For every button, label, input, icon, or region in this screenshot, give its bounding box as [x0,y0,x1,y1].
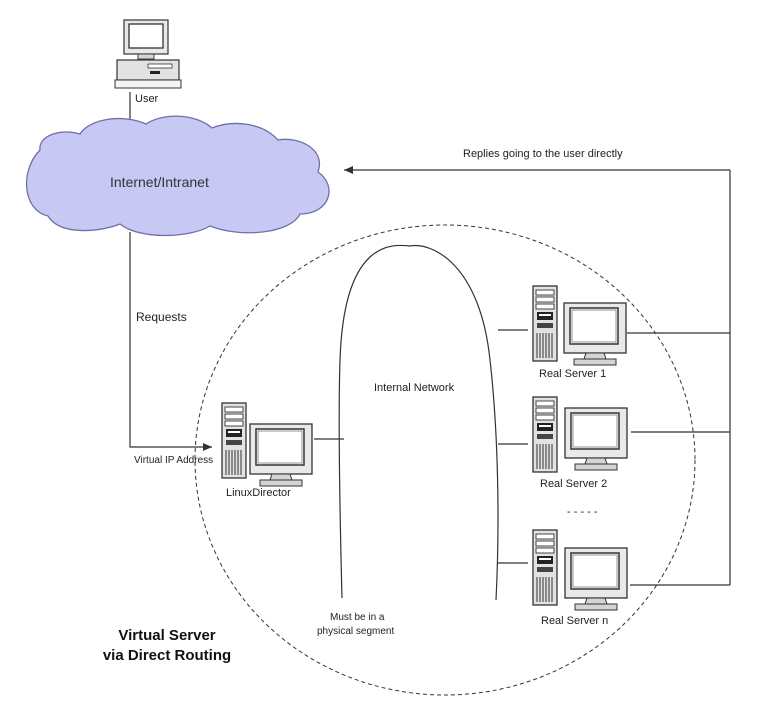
user-computer-icon [114,19,182,89]
internal-network-label: Internal Network [374,382,455,394]
director-label: LinuxDirector [226,487,291,499]
servers-ellipsis: - - - - - [567,506,598,518]
segment-note-line1: Must be in a [330,612,385,623]
real-server-2-tower-icon [532,396,558,473]
replies-label: Replies going to the user directly [463,148,623,160]
real-server-1-monitor-icon [563,302,627,366]
real-server-n-label: Real Server n [541,615,609,627]
diagram-title-line2: via Direct Routing [102,647,232,664]
requests-label: Requests [136,310,187,324]
real-server-n-monitor-icon [564,547,628,611]
internal-network-segment [338,244,499,601]
director-monitor-icon [249,423,313,487]
connection-lines [129,92,731,586]
diagram-title-line1: Virtual Server [118,627,216,644]
real-server-n-tower-icon [532,529,558,606]
internet-cloud [26,115,330,237]
director-server-icon [221,402,247,479]
real-server-1-label: Real Server 1 [539,368,607,380]
real-server-2-label: Real Server 2 [540,478,608,490]
segment-note-line2: physical segment [317,626,395,637]
user-label: User [135,93,159,105]
real-server-1-tower-icon [532,285,558,362]
real-server-2-monitor-icon [564,407,628,471]
virtual-server-boundary [194,224,696,696]
virtual-ip-label: Virtual IP Address [134,455,214,466]
cloud-label: Internet/Intranet [110,174,209,190]
